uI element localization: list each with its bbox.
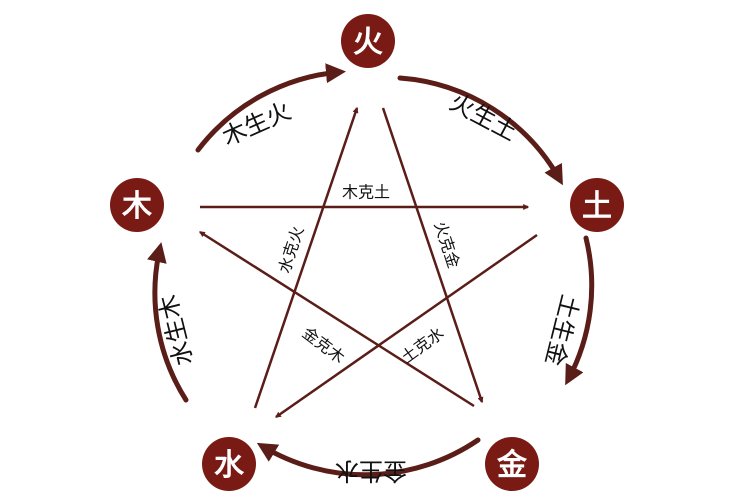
element-label-water: 水 bbox=[214, 448, 245, 483]
element-label-metal: 金 bbox=[496, 448, 528, 483]
label-metal-controls-wood: 金克木 bbox=[299, 323, 349, 367]
element-label-earth: 土 bbox=[582, 189, 612, 224]
element-node-fire: 火 bbox=[341, 14, 395, 68]
element-node-water: 水 bbox=[202, 437, 256, 491]
element-label-fire: 火 bbox=[353, 25, 383, 60]
arrow-water-controls-fire bbox=[253, 106, 359, 409]
label-wood-controls-earth: 木克土 bbox=[342, 183, 390, 202]
label-metal-generates-water: 金生水 bbox=[335, 457, 407, 485]
arc-water-to-wood bbox=[147, 242, 189, 403]
arrow-earth-controls-water bbox=[275, 233, 538, 419]
arc-metal-to-water bbox=[256, 437, 481, 478]
arrow-metal-controls-wood bbox=[198, 230, 475, 408]
element-node-metal: 金 bbox=[485, 437, 539, 491]
element-node-earth: 土 bbox=[570, 178, 624, 232]
arc-wood-to-fire bbox=[195, 63, 346, 153]
label-earth-controls-water: 土克水 bbox=[397, 323, 447, 367]
element-node-wood: 木 bbox=[110, 178, 164, 232]
generating-cycle bbox=[147, 63, 595, 478]
element-label-wood: 木 bbox=[121, 189, 152, 224]
arc-earth-to-metal bbox=[565, 235, 595, 386]
arrow-fire-controls-metal bbox=[381, 107, 484, 404]
arc-fire-to-earth bbox=[397, 75, 563, 186]
controlling-cycle bbox=[198, 106, 538, 419]
label-fire-generates-earth: 火生土 bbox=[445, 88, 522, 147]
label-wood-generates-fire: 木生火 bbox=[218, 97, 295, 152]
